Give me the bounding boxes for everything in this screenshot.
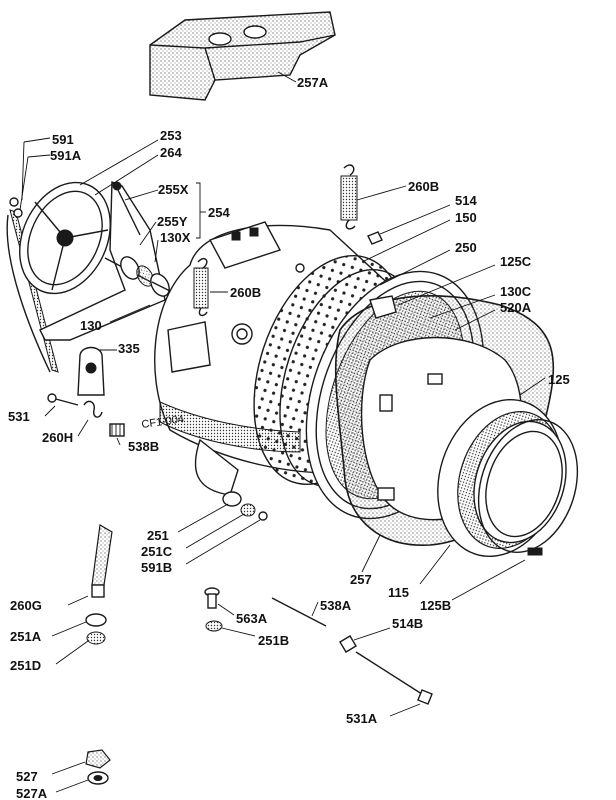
label-254: 254 bbox=[208, 205, 230, 220]
label-563a: 563A bbox=[236, 611, 268, 626]
stamp-cf1-004: CF1-004 bbox=[141, 413, 185, 431]
bolt-563a bbox=[204, 587, 223, 632]
label-591: 591 bbox=[52, 132, 74, 147]
label-255y: 255Y bbox=[157, 214, 188, 229]
label-130: 130 bbox=[80, 318, 102, 333]
label-514b: 514B bbox=[392, 616, 423, 631]
label-538b: 538B bbox=[128, 439, 159, 454]
label-130x: 130X bbox=[160, 230, 191, 245]
label-520a: 520A bbox=[500, 300, 532, 315]
label-253: 253 bbox=[160, 128, 182, 143]
label-251: 251 bbox=[147, 528, 169, 543]
label-591a: 591A bbox=[50, 148, 82, 163]
belt-pulley-assembly bbox=[6, 180, 189, 373]
label-260b-top: 260B bbox=[408, 179, 439, 194]
label-260h: 260H bbox=[42, 430, 73, 445]
label-257a: 257A bbox=[297, 75, 329, 90]
nut-514 bbox=[367, 231, 383, 245]
label-125b: 125B bbox=[420, 598, 451, 613]
label-264: 264 bbox=[160, 145, 182, 160]
rod-538a bbox=[271, 597, 327, 627]
label-527a: 527A bbox=[16, 786, 48, 800]
spring-260b-top bbox=[340, 164, 358, 230]
label-260g: 260G bbox=[10, 598, 42, 613]
label-150: 150 bbox=[455, 210, 477, 225]
label-514: 514 bbox=[455, 193, 477, 208]
label-591b: 591B bbox=[141, 560, 172, 575]
label-130c: 130C bbox=[500, 284, 532, 299]
label-255x: 255X bbox=[158, 182, 189, 197]
label-335: 335 bbox=[118, 341, 140, 356]
label-251b: 251B bbox=[258, 633, 289, 648]
label-531a: 531A bbox=[346, 711, 378, 726]
label-251a: 251A bbox=[10, 629, 42, 644]
label-125c: 125C bbox=[500, 254, 532, 269]
label-260b-mid: 260B bbox=[230, 285, 261, 300]
shock-absorber-260g bbox=[85, 524, 113, 645]
spring-260b-mid bbox=[193, 258, 209, 317]
label-538a: 538A bbox=[320, 598, 352, 613]
label-125: 125 bbox=[548, 372, 570, 387]
label-250: 250 bbox=[455, 240, 477, 255]
shock-mount-parts bbox=[47, 346, 125, 437]
label-531: 531 bbox=[8, 409, 30, 424]
mount-bushings bbox=[222, 491, 268, 521]
label-527: 527 bbox=[16, 769, 38, 784]
bolt-531a bbox=[339, 635, 433, 705]
label-115: 115 bbox=[388, 585, 409, 600]
foot-527 bbox=[85, 749, 111, 785]
counterweight-top bbox=[149, 11, 336, 101]
label-251d: 251D bbox=[10, 658, 41, 673]
label-257: 257 bbox=[350, 572, 372, 587]
tub-assembly bbox=[154, 221, 579, 558]
label-251c: 251C bbox=[141, 544, 173, 559]
